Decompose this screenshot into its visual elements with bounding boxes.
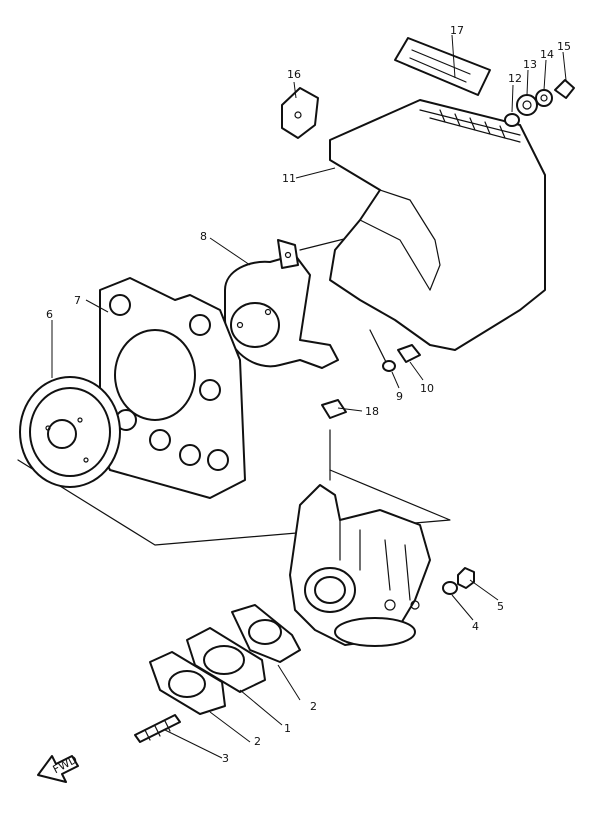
fwd-arrow-icon: FWD xyxy=(37,753,79,783)
callouts: 17 16 12 13 14 15 11 8 7 6 9 10 18 4 5 2… xyxy=(46,24,571,765)
callout-13: 13 xyxy=(523,58,537,71)
callout-2-lower: 2 xyxy=(254,735,261,748)
callout-6: 6 xyxy=(46,308,53,321)
callout-15: 15 xyxy=(557,40,571,53)
part-5-nut xyxy=(457,567,475,589)
part-8-air-shroud xyxy=(224,239,339,369)
callout-4: 4 xyxy=(472,620,479,633)
callout-11: 11 xyxy=(282,172,296,185)
callout-2-upper: 2 xyxy=(310,700,317,713)
part-10-bolt xyxy=(397,344,421,363)
callout-14: 14 xyxy=(540,48,554,61)
part-9-washer xyxy=(382,360,396,372)
callout-18: 18 xyxy=(365,405,379,418)
leader-lines xyxy=(51,34,567,759)
callout-5: 5 xyxy=(497,600,504,613)
part-15-bolt xyxy=(554,79,575,99)
part-3-stud xyxy=(134,714,181,743)
part-7-gasket-plate xyxy=(99,277,246,499)
callout-16: 16 xyxy=(287,68,301,81)
part-14-washer xyxy=(535,89,553,107)
part-16-bracket xyxy=(281,87,319,139)
part-6-flange-disc xyxy=(19,376,121,488)
part-17-label-plate xyxy=(394,37,491,96)
part-11-cover-shroud xyxy=(329,99,546,351)
part-2-gasket-upper xyxy=(231,604,301,663)
part-2-gasket-lower xyxy=(149,651,226,715)
carburetor-assembly xyxy=(289,484,431,647)
callout-7: 7 xyxy=(74,294,81,307)
part-4-washer xyxy=(442,581,458,595)
callout-10: 10 xyxy=(420,382,434,395)
part-18-clip xyxy=(321,399,347,419)
callout-9: 9 xyxy=(396,390,403,403)
callout-1: 1 xyxy=(284,722,291,735)
callout-12: 12 xyxy=(508,72,522,85)
callout-8: 8 xyxy=(200,230,207,243)
callout-17: 17 xyxy=(450,24,464,37)
part-13-grommet xyxy=(516,94,538,116)
part-12-nut xyxy=(504,113,520,127)
callout-3: 3 xyxy=(222,752,229,765)
